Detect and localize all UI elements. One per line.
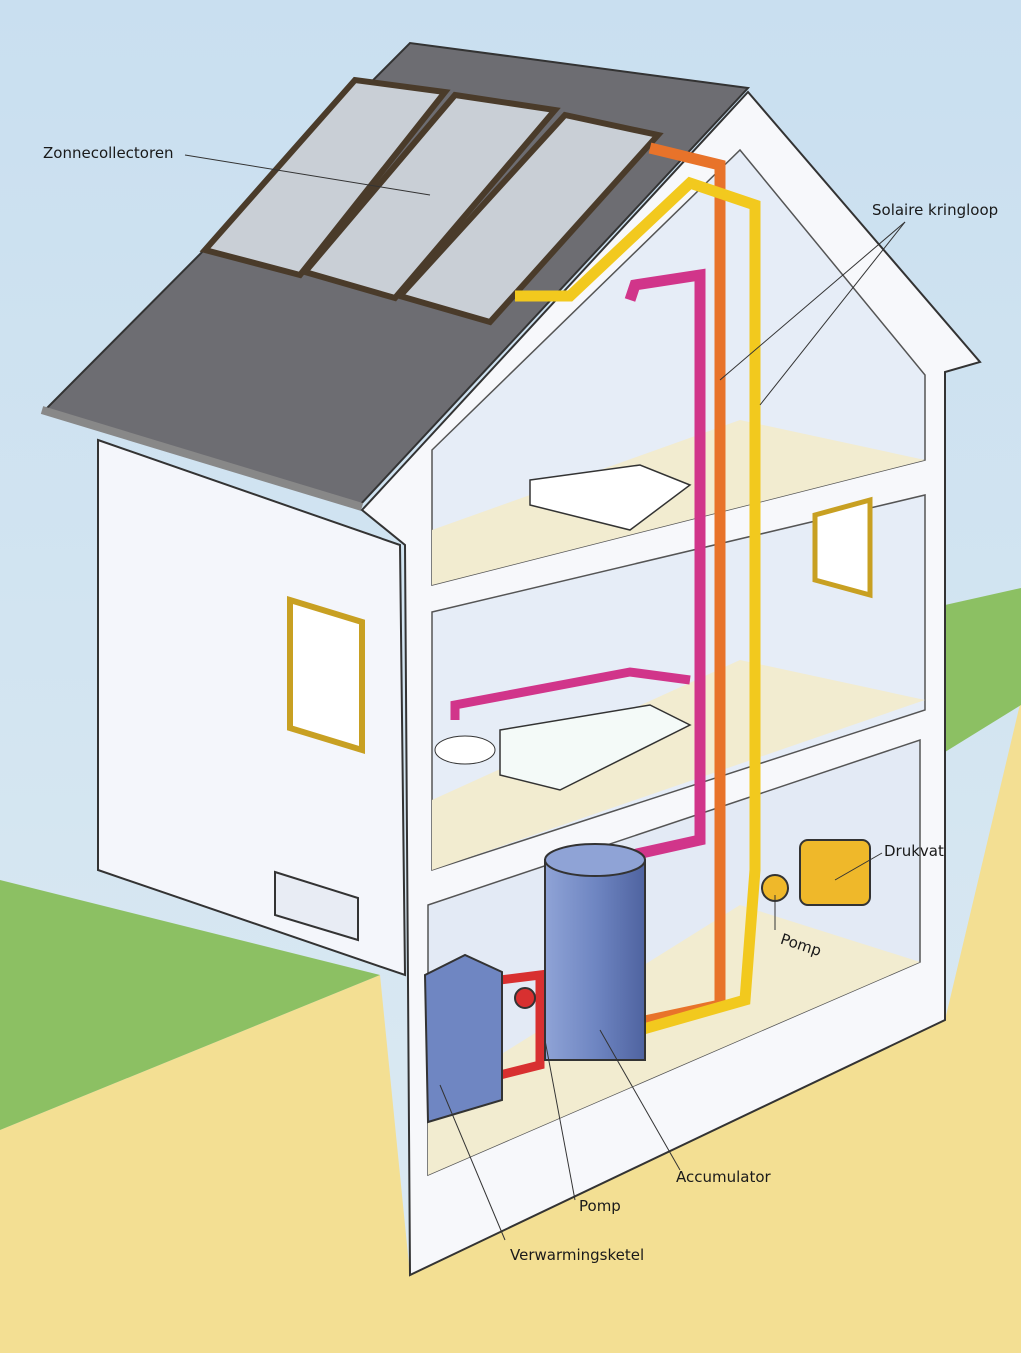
solar-flow-pipe xyxy=(515,176,761,1036)
label-solar-collectors: Zonnecollectoren xyxy=(43,144,174,162)
shower-tray xyxy=(529,464,692,531)
first-floor-floor xyxy=(432,660,925,870)
label-boiler: Verwarmingsketel xyxy=(510,1246,645,1264)
grass-right xyxy=(945,588,1021,752)
vent-grille xyxy=(274,870,359,942)
label-heating-pump: Pomp xyxy=(579,1197,621,1215)
attic-floor xyxy=(432,420,925,585)
grass-left xyxy=(0,880,380,1130)
label-solar-loop: Solaire kringloop xyxy=(872,201,999,219)
solar-panel xyxy=(394,111,664,326)
washbasin xyxy=(434,735,496,765)
tap-water-branch xyxy=(450,667,691,720)
expansion-vessel xyxy=(799,839,871,906)
heating-pipe xyxy=(498,969,545,1080)
ground xyxy=(0,700,1021,1353)
heating-pump xyxy=(514,987,536,1009)
label-accumulator: Accumulator xyxy=(676,1168,771,1186)
boiler xyxy=(423,953,503,1124)
window xyxy=(287,595,365,755)
leader-lines xyxy=(184,154,906,1241)
ground-floor-floor xyxy=(428,905,920,1175)
window-right xyxy=(812,496,873,599)
accumulator-tank xyxy=(544,859,646,1061)
solar-panel xyxy=(299,91,561,302)
tap-water-pipe xyxy=(608,268,706,866)
accumulator-top xyxy=(544,843,646,877)
gutter xyxy=(40,406,364,511)
label-expansion-vessel: Drukvat xyxy=(884,842,944,860)
side-wall xyxy=(97,438,407,977)
bathtub xyxy=(499,704,692,791)
